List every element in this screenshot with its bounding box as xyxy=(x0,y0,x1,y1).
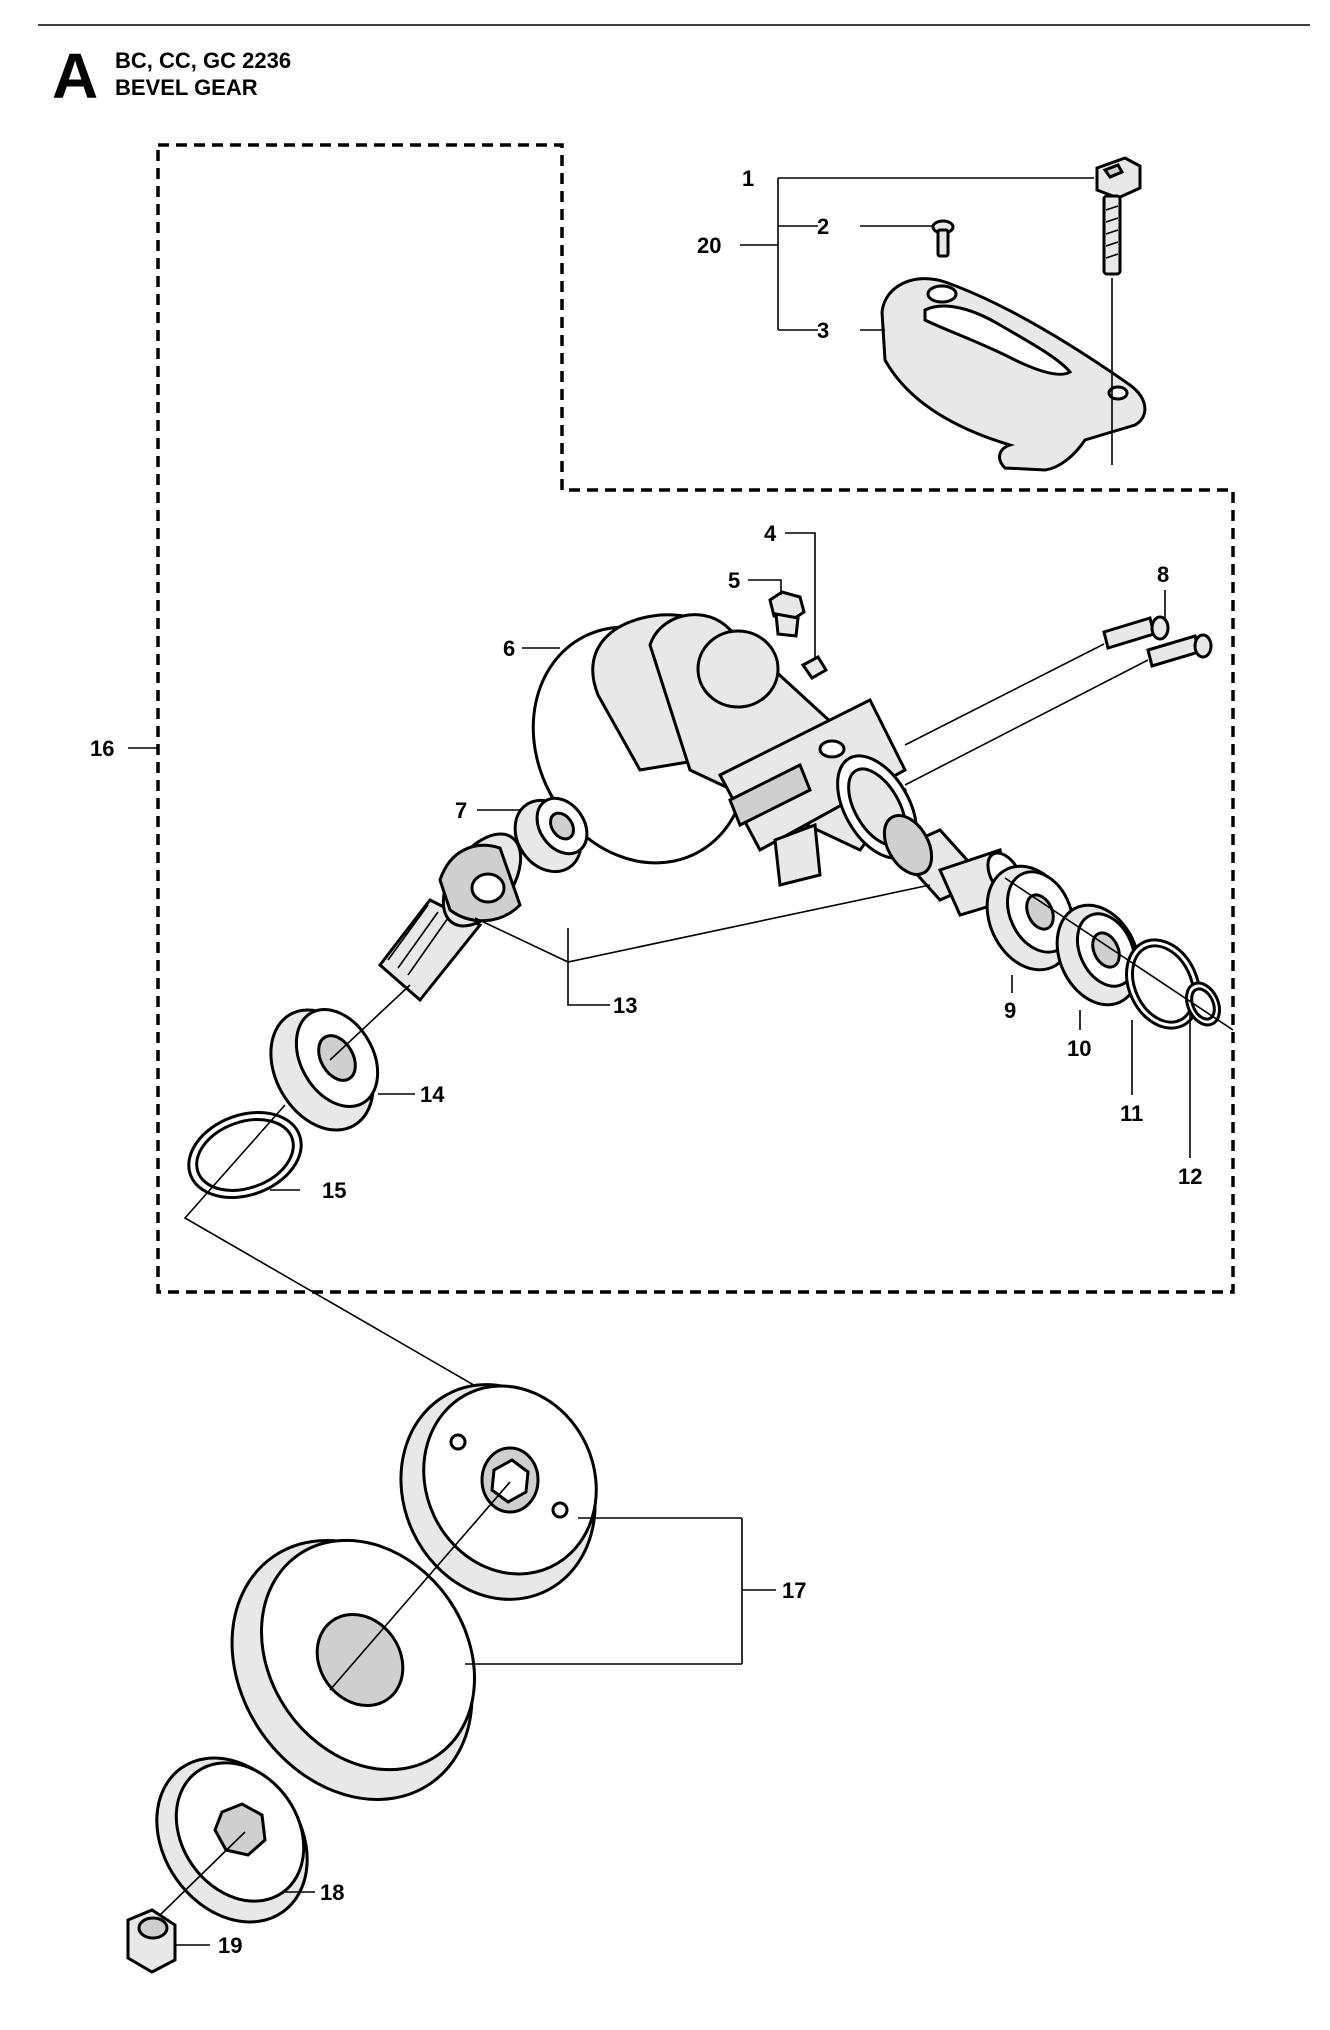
callout-14: 14 xyxy=(420,1082,445,1107)
leader-17 xyxy=(465,1517,776,1665)
axis-18 xyxy=(159,1831,246,1916)
callout-18: 18 xyxy=(320,1880,344,1905)
part-2-screw xyxy=(931,219,955,258)
callout-13: 13 xyxy=(613,993,637,1018)
callout-15: 15 xyxy=(322,1178,346,1203)
part-17-guard-washer xyxy=(230,1538,476,1801)
part-4-pin xyxy=(800,655,829,680)
part-8-screws xyxy=(1102,615,1213,668)
part-12-circlip xyxy=(1185,981,1221,1027)
part-9-bearing xyxy=(985,864,1075,972)
callout-5: 5 xyxy=(728,568,740,593)
callout-9: 9 xyxy=(1004,998,1016,1023)
callout-12: 12 xyxy=(1178,1164,1202,1189)
model-list: BC, CC, GC 2236 xyxy=(115,48,291,73)
part-3-guard-clamp xyxy=(880,277,1147,472)
callout-6: 6 xyxy=(503,636,515,661)
section-letter: A xyxy=(52,40,98,112)
part-5-plug xyxy=(768,590,806,638)
part-6-gear-housing xyxy=(531,613,918,887)
callout-1: 1 xyxy=(742,166,754,191)
axis-right xyxy=(1004,877,1234,1031)
axis-lower xyxy=(329,1481,511,1691)
part-19-nut xyxy=(126,1908,177,1974)
leader-5 xyxy=(748,579,782,595)
part-7-bearing xyxy=(513,796,589,874)
part-1-clamp-screw xyxy=(1095,156,1142,276)
part-17-support-cup xyxy=(399,1383,598,1601)
leader-20 xyxy=(740,177,1094,331)
part-15-circlip xyxy=(187,1110,303,1200)
callout-19: 19 xyxy=(218,1933,242,1958)
callout-2: 2 xyxy=(817,214,829,239)
callout-3: 3 xyxy=(817,318,829,343)
callout-20: 20 xyxy=(697,233,721,258)
axis-8a xyxy=(904,643,1105,746)
leader-13 xyxy=(474,884,931,1006)
part-14-bearing xyxy=(269,1008,380,1132)
axis-main xyxy=(183,1104,556,1433)
part-13-bevel-gear-shaft-left xyxy=(377,832,523,1003)
callout-11: 11 xyxy=(1120,1101,1143,1126)
callout-4: 4 xyxy=(764,521,777,546)
assembly-16-boundary xyxy=(156,143,1235,1294)
part-10-bearing xyxy=(1055,903,1141,1007)
callout-16: 16 xyxy=(90,736,114,761)
axis-left-upper xyxy=(329,984,411,1061)
callout-17: 17 xyxy=(782,1578,806,1603)
callout-8: 8 xyxy=(1157,562,1169,587)
callout-7: 7 xyxy=(455,798,467,823)
axis-8b xyxy=(904,659,1149,786)
leader-4 xyxy=(785,532,816,660)
callout-10: 10 xyxy=(1067,1036,1091,1061)
page-title: BEVEL GEAR xyxy=(115,75,258,100)
